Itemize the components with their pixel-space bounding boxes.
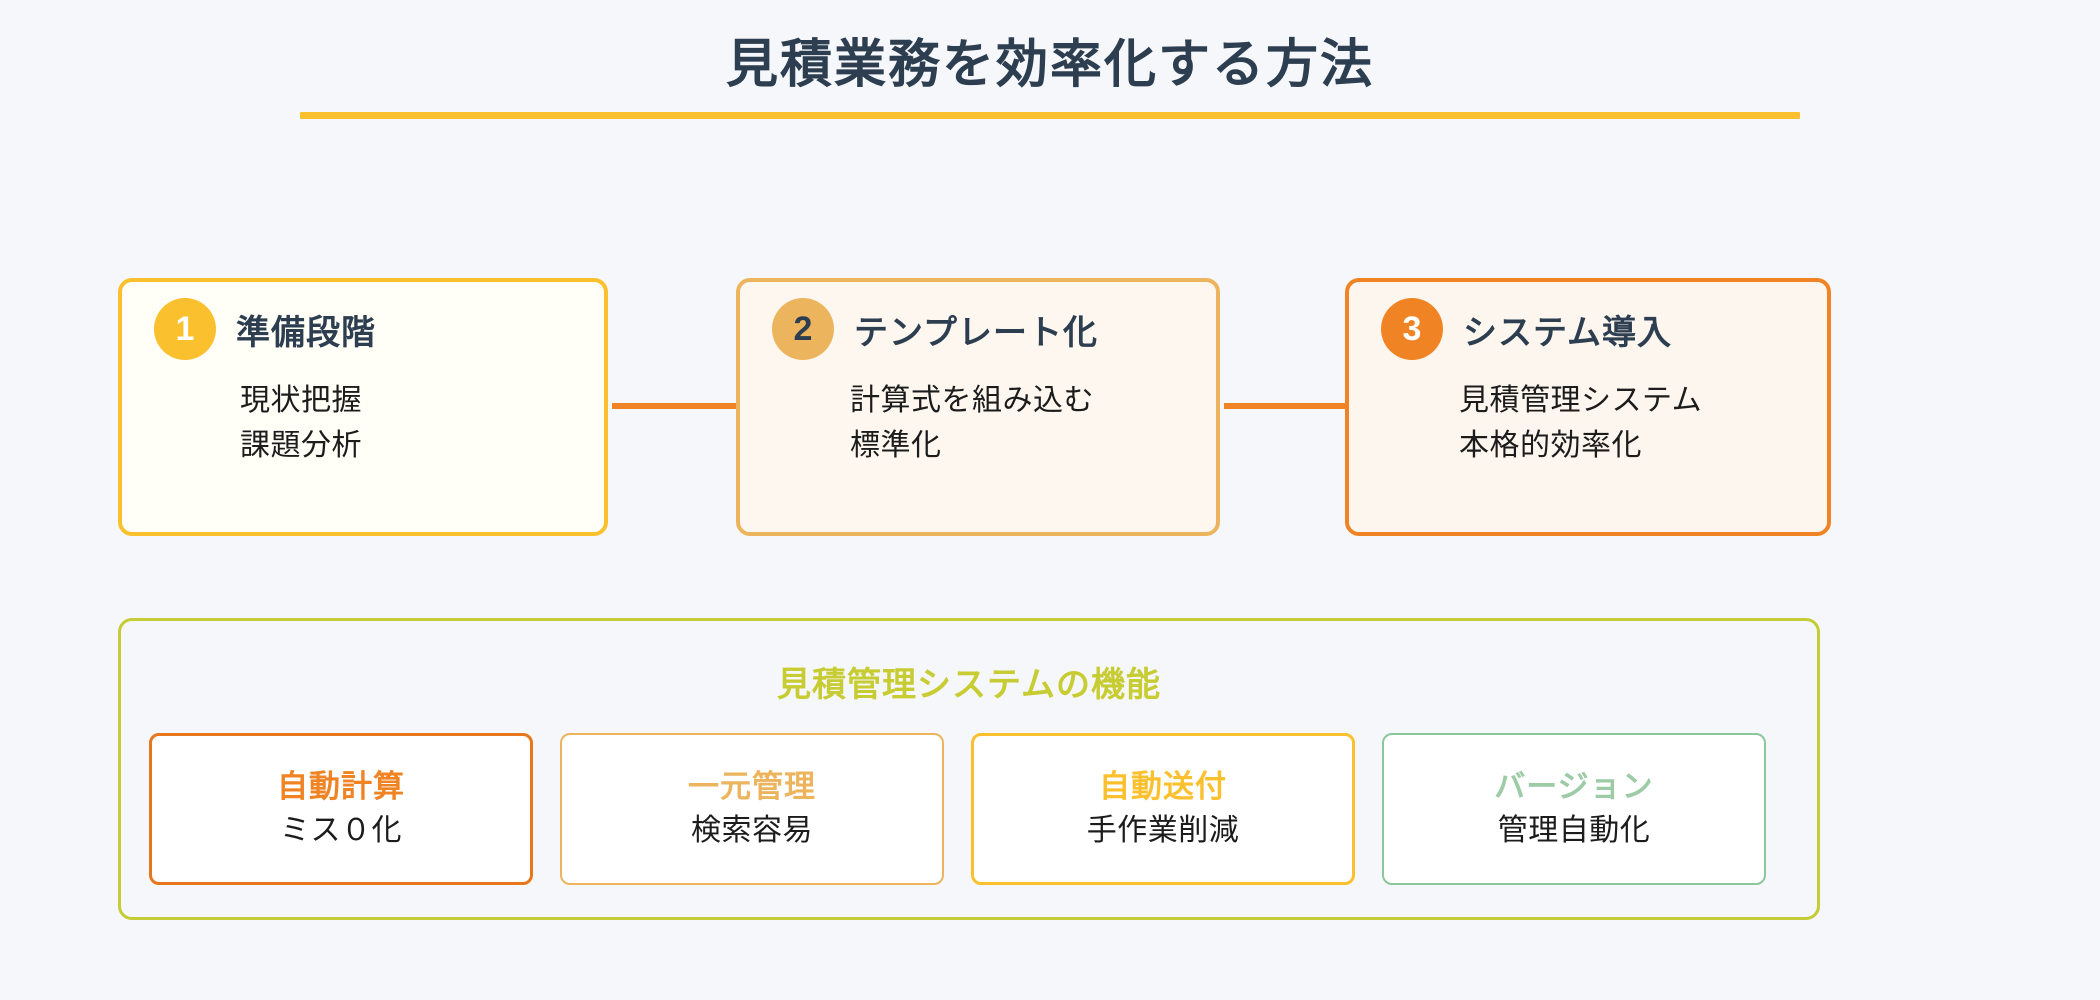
step-connector-2-3	[1224, 403, 1345, 409]
step-badge-2: 2	[772, 298, 834, 360]
title-block: 見積業務を効率化する方法	[0, 34, 2100, 96]
step-header-3: 3 システム導入	[1349, 282, 1827, 360]
step-flow: 1 準備段階 現状把握 課題分析 2 テンプレート化 計算式を組み込む 標準化 …	[0, 278, 2100, 540]
feature-title: 自動送付	[1099, 769, 1227, 805]
step-line: 課題分析	[240, 429, 362, 462]
feature-subtitle: 手作業削減	[1086, 813, 1240, 847]
step-badge-1: 1	[154, 298, 216, 360]
feature-card-version[interactable]: バージョン 管理自動化	[1382, 733, 1766, 885]
step-header-1: 1 準備段階	[122, 282, 604, 360]
step-title-1: 準備段階	[236, 313, 376, 352]
step-line: 本格的効率化	[1459, 429, 1642, 462]
feature-panel: 見積管理システムの機能 自動計算 ミス０化 一元管理 検索容易 自動送付 手作業…	[118, 618, 1820, 920]
page-title: 見積業務を効率化する方法	[725, 36, 1374, 94]
feature-subtitle: 管理自動化	[1497, 813, 1651, 847]
step-card-1[interactable]: 1 準備段階 現状把握 課題分析	[118, 278, 608, 536]
feature-card-auto-send[interactable]: 自動送付 手作業削減	[971, 733, 1355, 885]
feature-subtitle: 検索容易	[691, 813, 813, 847]
feature-card-row: 自動計算 ミス０化 一元管理 検索容易 自動送付 手作業削減 バージョン 管理自…	[149, 733, 1789, 885]
step-title-3: システム導入	[1463, 313, 1672, 352]
step-card-2[interactable]: 2 テンプレート化 計算式を組み込む 標準化	[736, 278, 1220, 536]
feature-card-auto-calculation[interactable]: 自動計算 ミス０化	[149, 733, 533, 885]
feature-title: バージョン	[1494, 769, 1654, 805]
step-line: 見積管理システム	[1459, 384, 1703, 417]
feature-card-unified-management[interactable]: 一元管理 検索容易	[560, 733, 944, 885]
step-line: 計算式を組み込む	[850, 384, 1094, 417]
feature-title: 一元管理	[688, 769, 816, 805]
step-title-2: テンプレート化	[854, 313, 1098, 352]
step-line: 標準化	[850, 429, 942, 462]
feature-title: 自動計算	[277, 769, 405, 805]
step-card-3[interactable]: 3 システム導入 見積管理システム 本格的効率化	[1345, 278, 1831, 536]
step-line: 現状把握	[240, 384, 362, 417]
step-header-2: 2 テンプレート化	[740, 282, 1216, 360]
step-badge-3: 3	[1381, 298, 1443, 360]
feature-panel-title: 見積管理システムの機能	[777, 666, 1161, 704]
step-connector-1-2	[612, 403, 736, 409]
step-body-1: 現状把握 課題分析	[122, 354, 604, 468]
title-underline	[300, 112, 1800, 119]
step-body-2: 計算式を組み込む 標準化	[740, 354, 1216, 468]
step-body-3: 見積管理システム 本格的効率化	[1349, 354, 1827, 468]
feature-subtitle: ミス０化	[280, 813, 402, 847]
